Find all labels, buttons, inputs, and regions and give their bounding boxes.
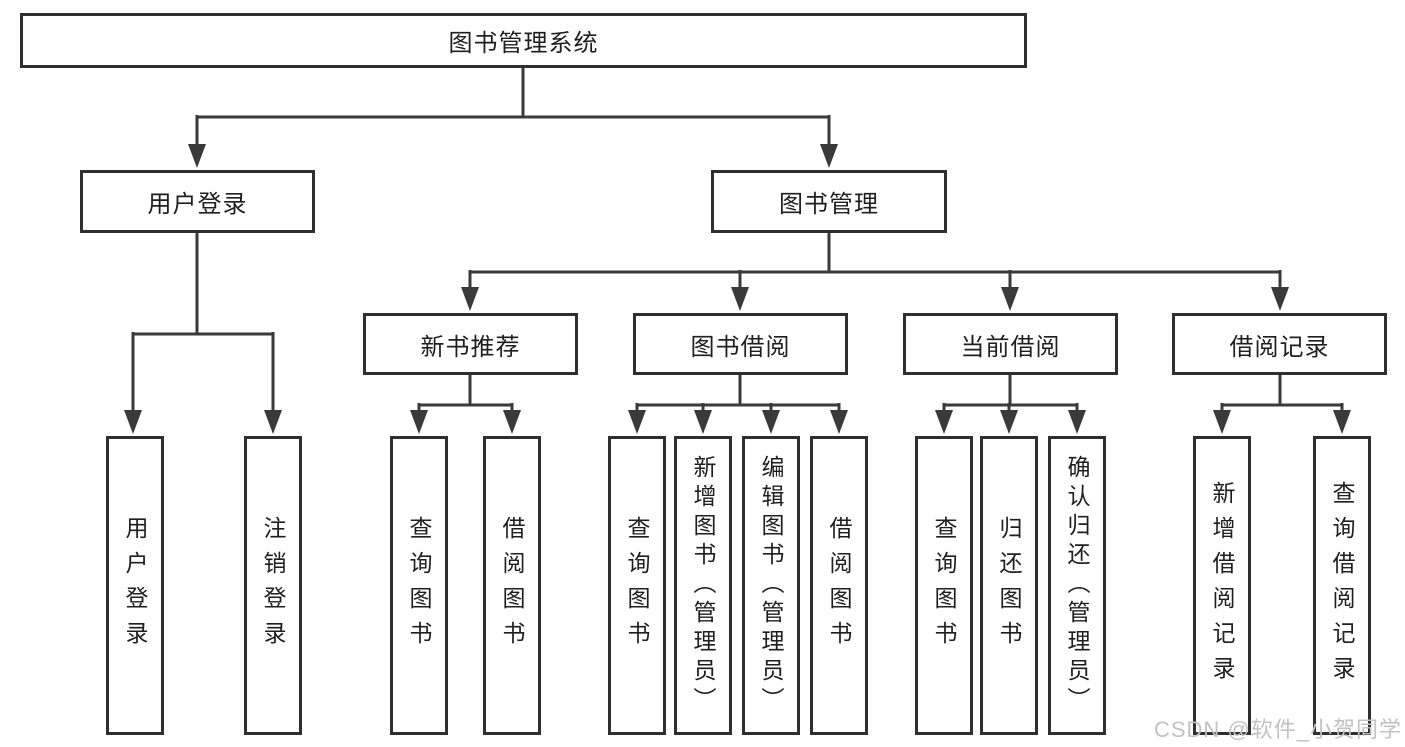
node-book-management: 图书管理	[711, 170, 947, 233]
leaf-query-borrow-record: 查询借阅记录	[1313, 436, 1371, 735]
leaf-return-books: 归还图书	[980, 436, 1038, 735]
leaf-confirm-return-admin: 确认归还（管理员）	[1048, 436, 1106, 735]
leaf-add-borrow-record: 新增借阅记录	[1193, 436, 1251, 735]
arrowheads	[124, 144, 1351, 434]
leaf-user-login: 用户登录	[106, 436, 164, 735]
leaf-query-books: 查询图书	[915, 436, 973, 735]
node-current-borrow: 当前借阅	[903, 313, 1118, 375]
leaf-query-books: 查询图书	[608, 436, 666, 735]
node-book-borrow: 图书借阅	[633, 313, 848, 375]
leaf-borrow-books: 借阅图书	[810, 436, 868, 735]
leaf-add-book-admin: 新增图书（管理员）	[674, 436, 732, 735]
leaf-logout: 注销登录	[244, 436, 302, 735]
leaf-borrow-books: 借阅图书	[483, 436, 541, 735]
node-borrow-records: 借阅记录	[1172, 313, 1387, 375]
csdn-watermark: CSDN @软件_小贺同学	[1153, 717, 1402, 742]
node-root-system: 图书管理系统	[20, 13, 1027, 68]
node-user-login: 用户登录	[80, 170, 315, 233]
node-new-book-recommend: 新书推荐	[363, 313, 578, 375]
leaf-query-books: 查询图书	[390, 436, 448, 735]
leaf-edit-book-admin: 编辑图书（管理员）	[742, 436, 800, 735]
